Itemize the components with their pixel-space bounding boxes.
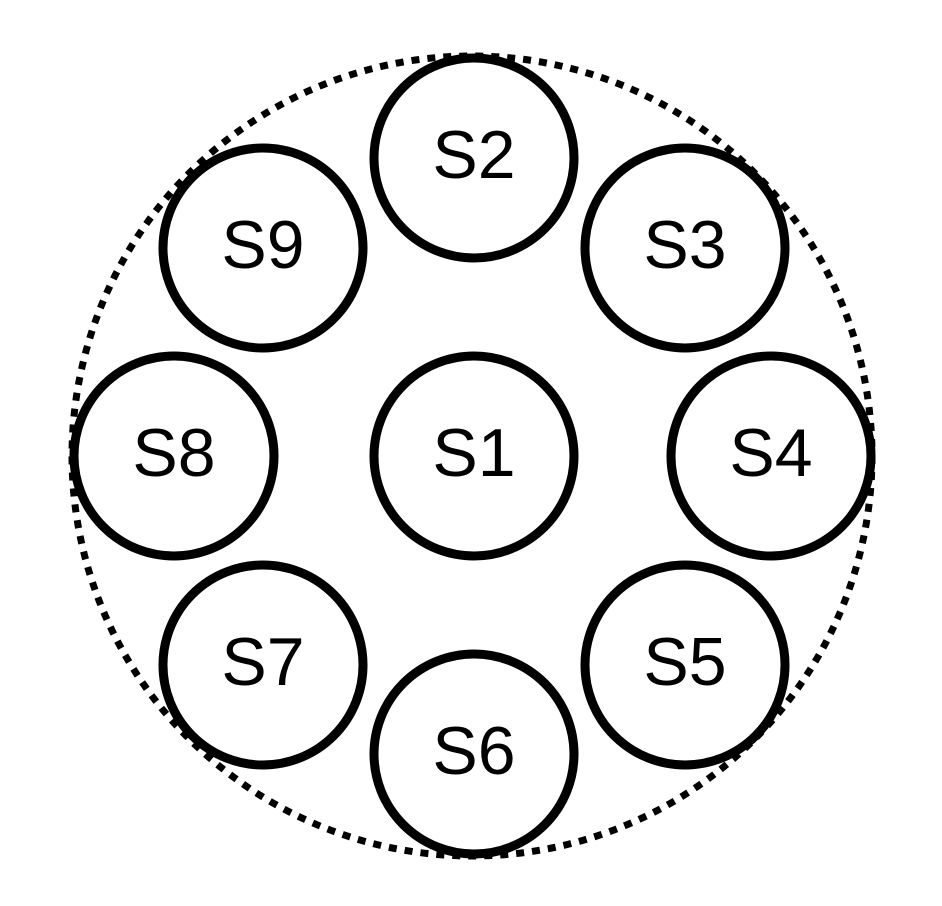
node-s4: S4 [666, 351, 876, 561]
node-s2-label: S2 [432, 117, 515, 193]
node-s9: S9 [158, 143, 368, 353]
node-s8-circle [69, 351, 279, 561]
node-s1: S1 [369, 351, 579, 561]
node-s6-circle [369, 649, 579, 859]
node-s2: S2 [369, 53, 579, 263]
node-s1-label: S1 [432, 415, 515, 491]
node-s6-label: S6 [432, 713, 515, 789]
node-s2-circle [369, 53, 579, 263]
node-s9-label: S9 [221, 207, 304, 283]
node-s3: S3 [580, 143, 790, 353]
node-s8: S8 [69, 351, 279, 561]
node-s1-circle [369, 351, 579, 561]
node-s7-circle [158, 560, 368, 770]
node-s4-circle [666, 351, 876, 561]
node-s5-circle [580, 560, 790, 770]
node-s7-label: S7 [221, 624, 304, 700]
node-s9-circle [158, 143, 368, 353]
node-s5-label: S5 [643, 624, 726, 700]
node-s3-label: S3 [643, 207, 726, 283]
node-s3-circle [580, 143, 790, 353]
node-s8-label: S8 [132, 415, 215, 491]
node-s7: S7 [158, 560, 368, 770]
node-s5: S5 [580, 560, 790, 770]
node-s6: S6 [369, 649, 579, 859]
node-s4-label: S4 [729, 415, 812, 491]
